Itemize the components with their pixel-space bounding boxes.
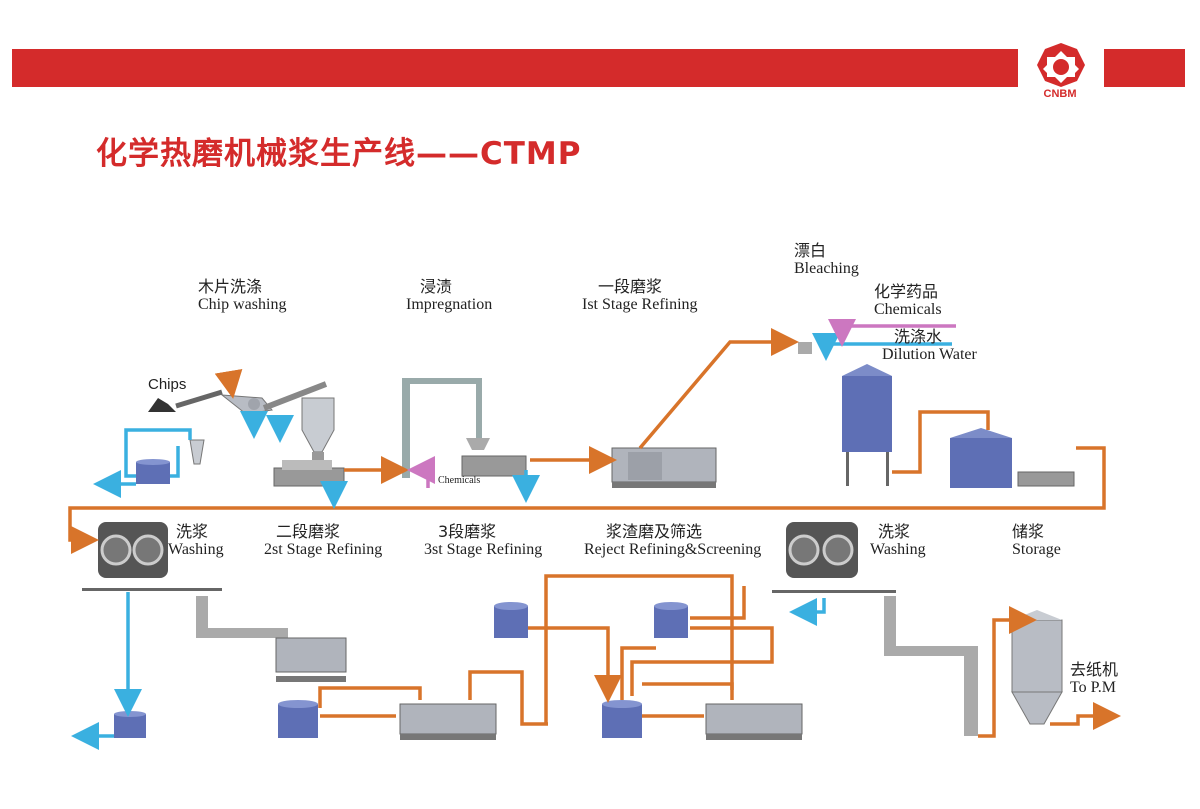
second-refiner: [196, 596, 347, 682]
cnbm-logo-icon: [1037, 43, 1085, 87]
transfer-conveyor-2: [884, 596, 978, 736]
hydrocyclone: [189, 439, 205, 465]
label-chemicals-small: Chemicals: [438, 475, 481, 486]
page-title: 化学热磨机械浆生产线——CTMP: [96, 136, 582, 172]
washer-press-1: [82, 522, 222, 591]
storage-tank-upper: [950, 428, 1075, 488]
chip-washer: [220, 381, 328, 415]
pulp-lines: [68, 328, 1121, 738]
small-tank-chip: [136, 459, 170, 484]
washer-press-2: [772, 522, 896, 593]
reject-refiner: [705, 703, 803, 740]
impregnator: [402, 378, 527, 478]
small-tank-bottom-left: [114, 711, 146, 738]
bleaching-tower: [798, 342, 892, 486]
tank-reject-3: [602, 700, 642, 738]
chemical-lines: [407, 319, 956, 488]
label-chips: Chips: [148, 376, 187, 393]
third-refiner: [399, 703, 497, 740]
header-bar-right: [1104, 49, 1185, 87]
tank-reject-1: [494, 602, 528, 638]
tank-reject-2: [654, 602, 688, 638]
header-bar-left: [12, 49, 1018, 87]
plug-screw-feeder: [273, 460, 345, 487]
tank-2nd: [278, 700, 318, 738]
water-lines: [71, 333, 952, 750]
final-storage-tower: [1011, 610, 1063, 725]
cyclone-separator: [301, 397, 335, 470]
first-refiner: [611, 447, 717, 488]
chip-pile: [148, 389, 223, 412]
logo-text: CNBM: [1043, 88, 1077, 100]
